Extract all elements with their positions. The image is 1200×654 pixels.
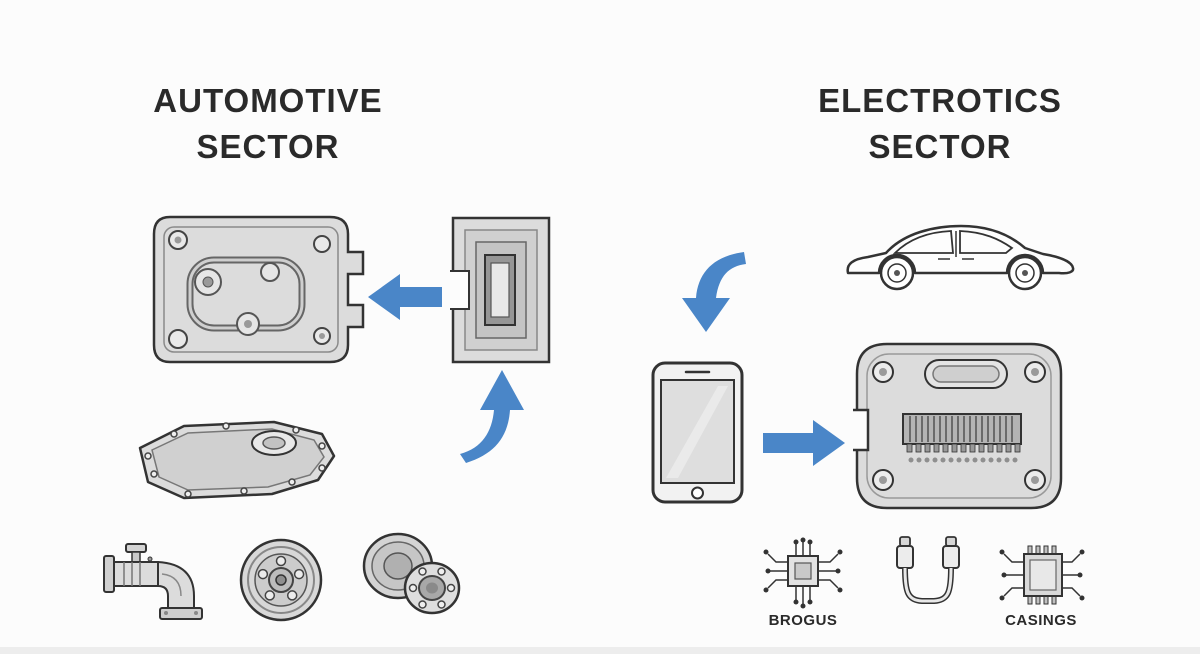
- casings-label: CASINGS: [1005, 612, 1077, 629]
- circuit-chip-icon: [758, 536, 848, 611]
- chip-traces-drawing: [999, 545, 1085, 605]
- die-cast-plate-drawing: [152, 215, 365, 364]
- automotive-title-line2: SECTOR: [196, 127, 340, 165]
- electronic-housing: [853, 340, 1065, 512]
- pipe-elbow-drawing: [103, 543, 203, 620]
- electronics-title-line1: ELECTROTICS: [818, 82, 1062, 119]
- usb-cable-icon: [888, 533, 968, 611]
- curved-arrow-up-icon: [456, 366, 530, 463]
- arrow-left-icon: [368, 272, 442, 322]
- smartphone: [650, 360, 745, 505]
- automotive-sector-title: AUTOMOTIVE SECTOR: [118, 78, 418, 169]
- usb-cable-drawing: [896, 536, 960, 604]
- smartphone-drawing: [651, 361, 744, 504]
- wheel-hub-part: [356, 526, 463, 623]
- electronic-housing-drawing: [853, 342, 1063, 510]
- brogus-label: BROGUS: [768, 612, 838, 629]
- pipe-elbow-part: [102, 532, 214, 622]
- curved-arrow-up-drawing: [460, 370, 524, 463]
- automotive-title-line1: AUTOMOTIVE: [153, 82, 383, 119]
- oil-pan-drawing: [138, 420, 336, 500]
- die-cast-plate: [152, 212, 365, 367]
- mold-die: [450, 215, 552, 365]
- arrow-left-drawing: [368, 274, 442, 320]
- electronics-title-line2: SECTOR: [868, 127, 1012, 165]
- pulley-drawing: [239, 538, 323, 622]
- wheel-hub-drawing: [362, 532, 461, 615]
- car-drawing: [846, 224, 1075, 291]
- electronics-sector-title: ELECTROTICS SECTOR: [790, 78, 1090, 169]
- car-outline: [838, 212, 1082, 292]
- arrow-right-icon: [763, 418, 845, 468]
- pulley-wheel-part: [238, 538, 325, 622]
- curved-arrow-down-icon: [674, 248, 747, 335]
- oil-pan-casting: [126, 416, 340, 506]
- mold-die-drawing: [450, 216, 551, 364]
- arrow-right-drawing: [763, 420, 845, 466]
- circuit-chip-drawing: [763, 537, 843, 609]
- curved-arrow-down-drawing: [682, 252, 746, 332]
- chip-traces-icon: [992, 536, 1090, 614]
- bottom-edge-strip: [0, 647, 1200, 654]
